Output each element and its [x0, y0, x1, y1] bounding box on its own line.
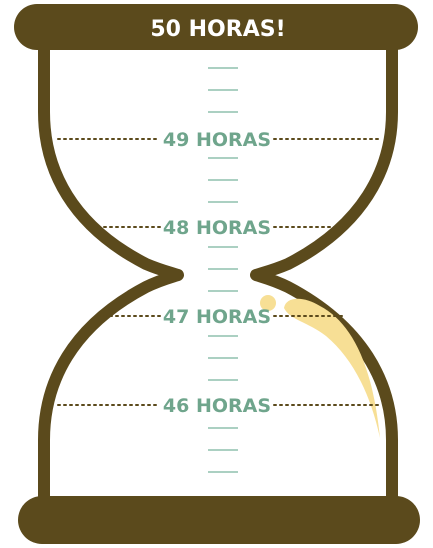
level-label-48: 48 HORAS	[163, 217, 271, 239]
hourglass-top-bar	[14, 4, 418, 50]
level-guides	[57, 138, 383, 406]
level-label-49: 49 HORAS	[163, 129, 271, 151]
hourglass-title: 50 HORAS!	[150, 17, 285, 42]
sand-drop	[260, 295, 276, 311]
hourglass-glass-outline	[38, 38, 398, 516]
sand-stream	[284, 298, 380, 438]
level-label-47: 47 HORAS	[163, 306, 271, 328]
hourglass-base	[18, 496, 420, 544]
scale-ticks	[208, 67, 238, 473]
level-label-46: 46 HORAS	[163, 395, 271, 417]
